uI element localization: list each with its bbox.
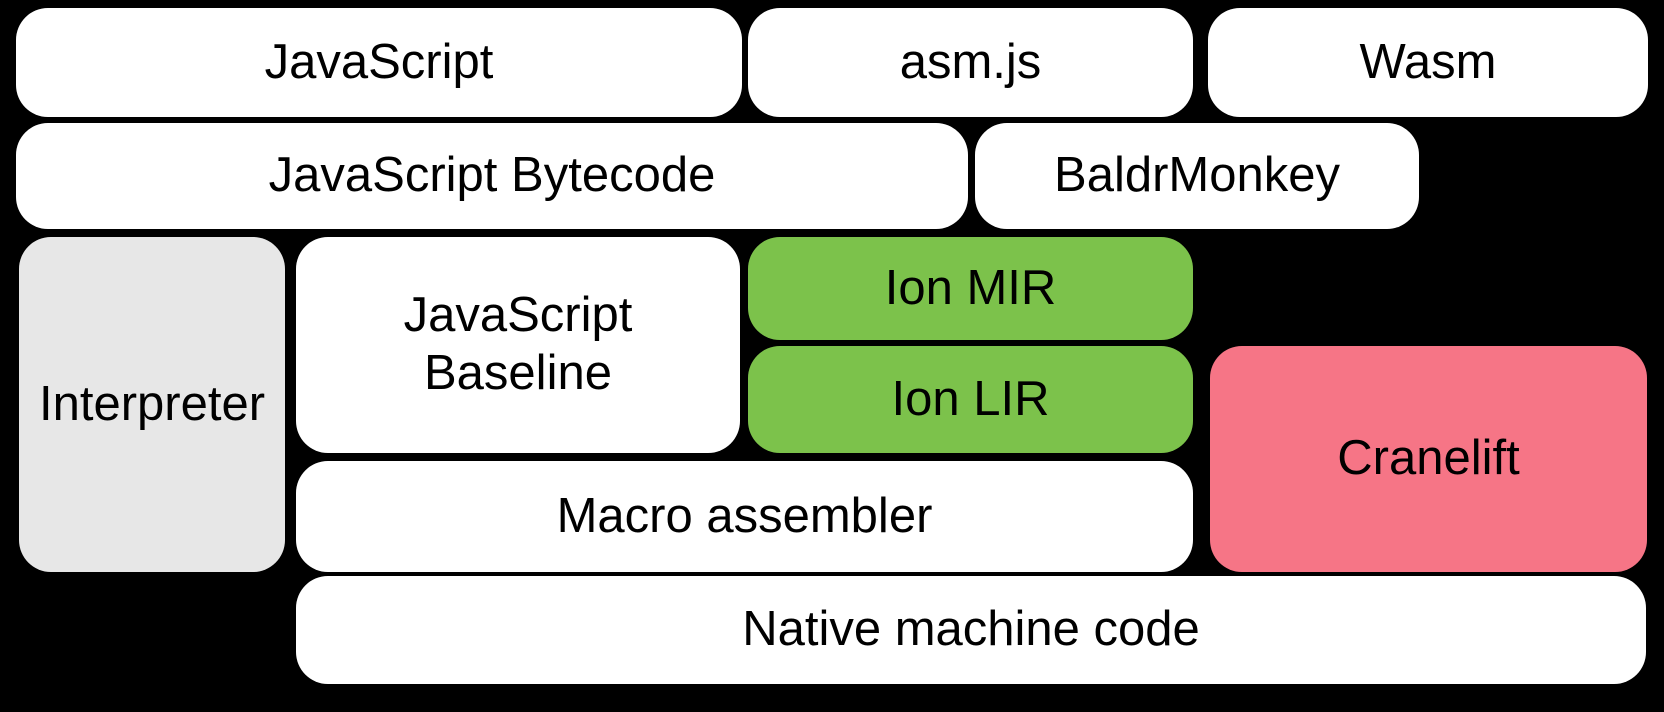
node-javascript-baseline: JavaScript Baseline (296, 237, 740, 453)
node-native-machine-code: Native machine code (296, 576, 1646, 684)
node-javascript-label: JavaScript (264, 34, 494, 89)
node-interpreter: Interpreter (19, 237, 285, 572)
node-javascript-bytecode-label: JavaScript Bytecode (268, 148, 716, 203)
node-ion-lir: Ion LIR (748, 346, 1193, 453)
node-asmjs-label: asm.js (899, 34, 1042, 89)
node-cranelift: Cranelift (1210, 346, 1647, 572)
node-javascript-baseline-label: JavaScript Baseline (403, 288, 633, 400)
node-asmjs: asm.js (748, 8, 1193, 117)
node-ion-mir-label: Ion MIR (884, 260, 1057, 315)
node-wasm: Wasm (1208, 8, 1648, 117)
node-cranelift-label: Cranelift (1337, 431, 1520, 486)
node-wasm-label: Wasm (1359, 34, 1497, 89)
node-macro-assembler-label: Macro assembler (556, 488, 933, 543)
node-ion-lir-label: Ion LIR (891, 371, 1050, 426)
node-javascript-bytecode: JavaScript Bytecode (16, 123, 968, 229)
node-macro-assembler: Macro assembler (296, 461, 1193, 572)
node-native-machine-code-label: Native machine code (742, 602, 1200, 657)
node-interpreter-label: Interpreter (38, 376, 266, 431)
node-baldrmonkey: BaldrMonkey (975, 123, 1419, 229)
node-baldrmonkey-label: BaldrMonkey (1054, 148, 1340, 203)
node-javascript: JavaScript (16, 8, 742, 117)
node-ion-mir: Ion MIR (748, 237, 1193, 340)
